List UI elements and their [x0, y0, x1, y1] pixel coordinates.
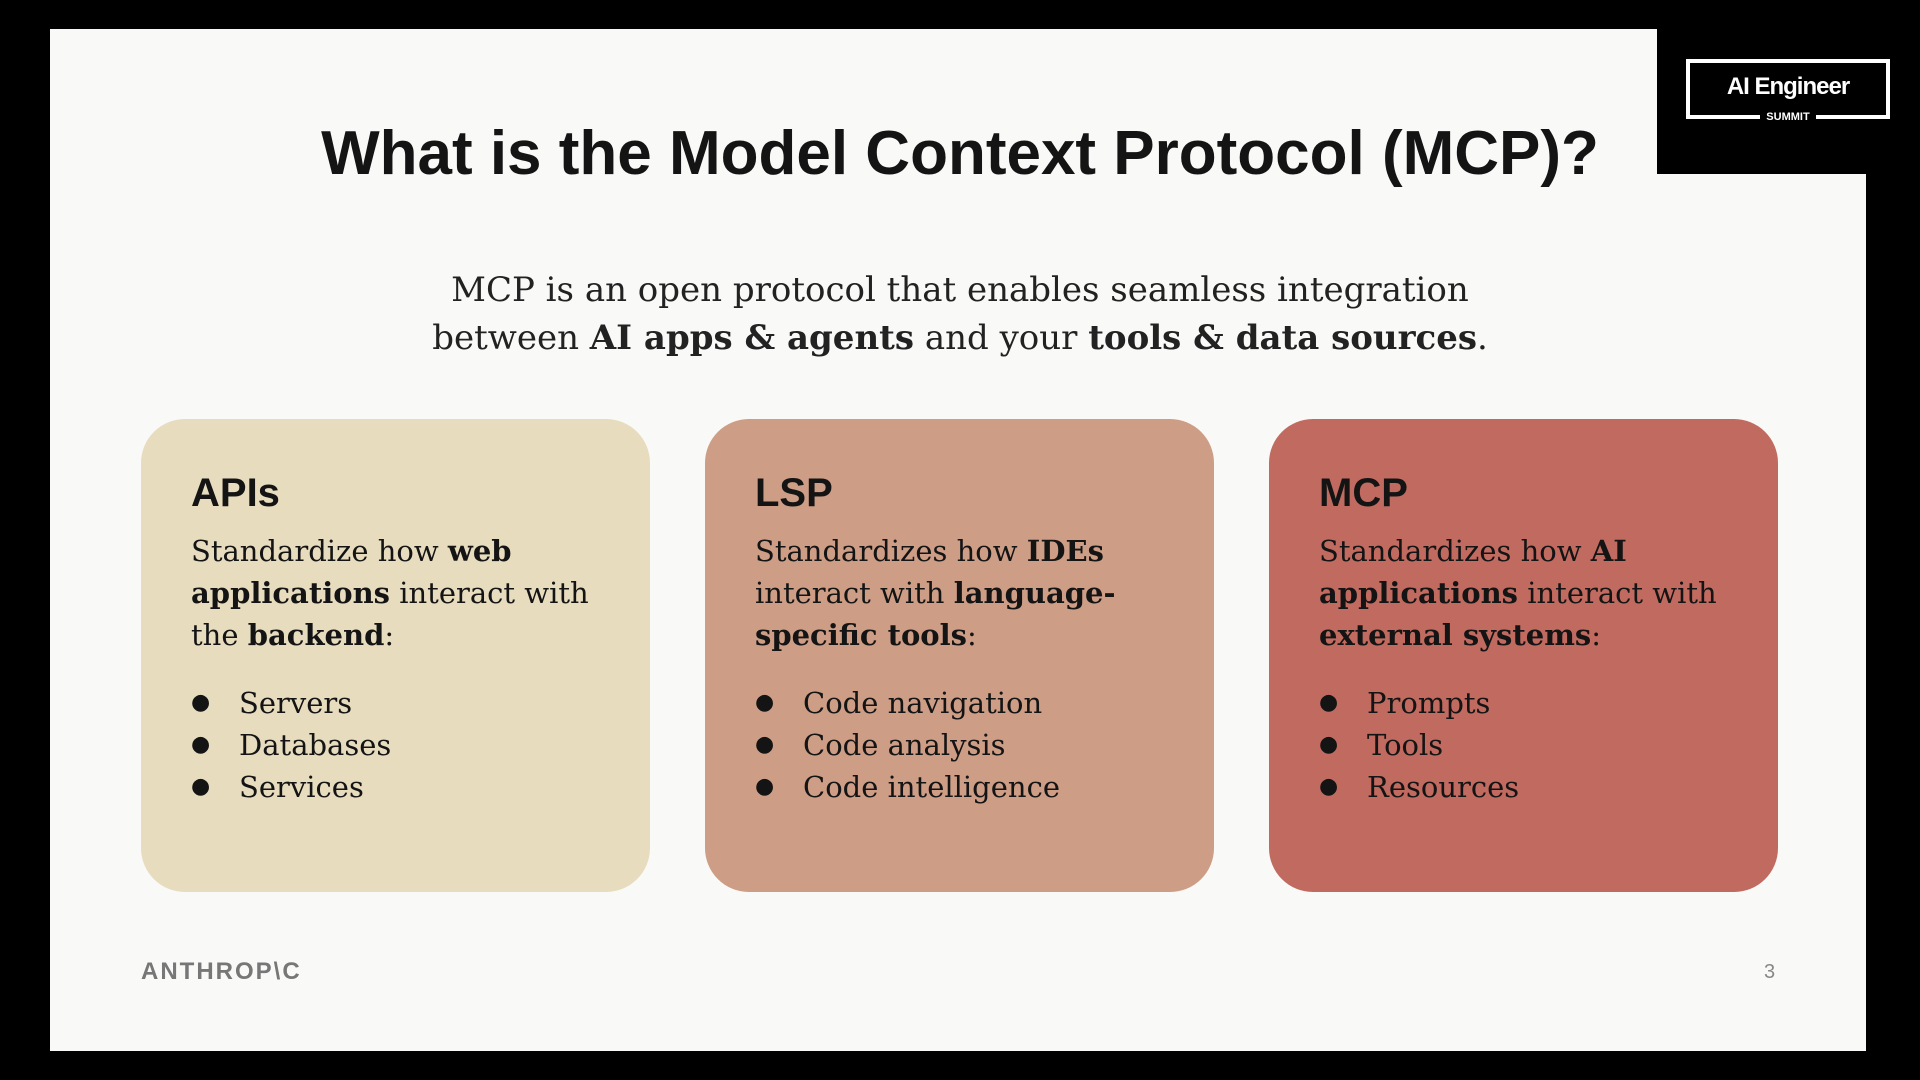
card-bullet-list: ● Prompts ● Tools ● Resources: [1319, 682, 1728, 808]
card-title: LSP: [755, 471, 833, 515]
list-item-text: Databases: [239, 728, 392, 762]
anthropic-logo: ANTHROP\C: [141, 958, 302, 985]
list-item-text: Code navigation: [803, 686, 1043, 720]
ai-engineer-summit-logo: AI Engineer SUMMIT: [1686, 59, 1890, 123]
list-item-text: Prompts: [1367, 686, 1491, 720]
card-description: Standardizes how IDEs interact with lang…: [755, 534, 1116, 652]
event-logo-area: AI Engineer SUMMIT: [1657, 0, 1920, 174]
card-bullet-list: ● Code navigation ● Code analysis ● Code inte…: [755, 682, 1164, 808]
slide-subtitle: MCP is an open protocol that enables sea…: [0, 266, 1920, 362]
list-item: ● Services: [191, 766, 600, 808]
list-item: ● Code intelligence: [755, 766, 1164, 808]
card-title: MCP: [1319, 471, 1408, 515]
bullet-icon: ●: [755, 774, 775, 799]
subtitle-line-1: MCP is an open protocol that enables sea…: [451, 270, 1469, 310]
list-item: ● Databases: [191, 724, 600, 766]
list-item: ● Code navigation: [755, 682, 1164, 724]
list-item: ● Code analysis: [755, 724, 1164, 766]
bullet-icon: ●: [1319, 732, 1339, 757]
list-item-text: Services: [239, 770, 364, 804]
bullet-icon: ●: [1319, 690, 1339, 715]
list-item: ● Servers: [191, 682, 600, 724]
bullet-icon: ●: [755, 690, 775, 715]
list-item-text: Resources: [1367, 770, 1520, 804]
list-item-text: Code intelligence: [803, 770, 1060, 804]
bullet-icon: ●: [1319, 774, 1339, 799]
card-bullet-list: ● Servers ● Databases ● Services: [191, 682, 600, 808]
subtitle-line-2: between AI apps & agents and your tools …: [432, 318, 1488, 358]
logo-sub-text: SUMMIT: [1760, 111, 1816, 123]
bullet-icon: ●: [191, 690, 211, 715]
list-item-text: Servers: [239, 686, 353, 720]
bullet-icon: ●: [755, 732, 775, 757]
list-item-text: Tools: [1367, 728, 1444, 762]
bullet-icon: ●: [191, 774, 211, 799]
list-item-text: Code analysis: [803, 728, 1006, 762]
card-description: Standardizes how AI applications interac…: [1319, 534, 1717, 652]
card-mcp: MCP Standardizes how AI applications inte…: [1269, 419, 1778, 892]
slide-title: What is the Model Context Protocol (MCP)…: [321, 119, 1599, 188]
list-item: ● Prompts: [1319, 682, 1728, 724]
list-item: ● Tools: [1319, 724, 1728, 766]
card-title: APIs: [191, 471, 280, 515]
bullet-icon: ●: [191, 732, 211, 757]
list-item: ● Resources: [1319, 766, 1728, 808]
page-number: 3: [1764, 961, 1776, 983]
logo-main-text: AI Engineer: [1726, 73, 1850, 100]
card-lsp: LSP Standardizes how IDEs interact with l…: [705, 419, 1214, 892]
card-description: Standardize how web applications interac…: [191, 534, 589, 652]
